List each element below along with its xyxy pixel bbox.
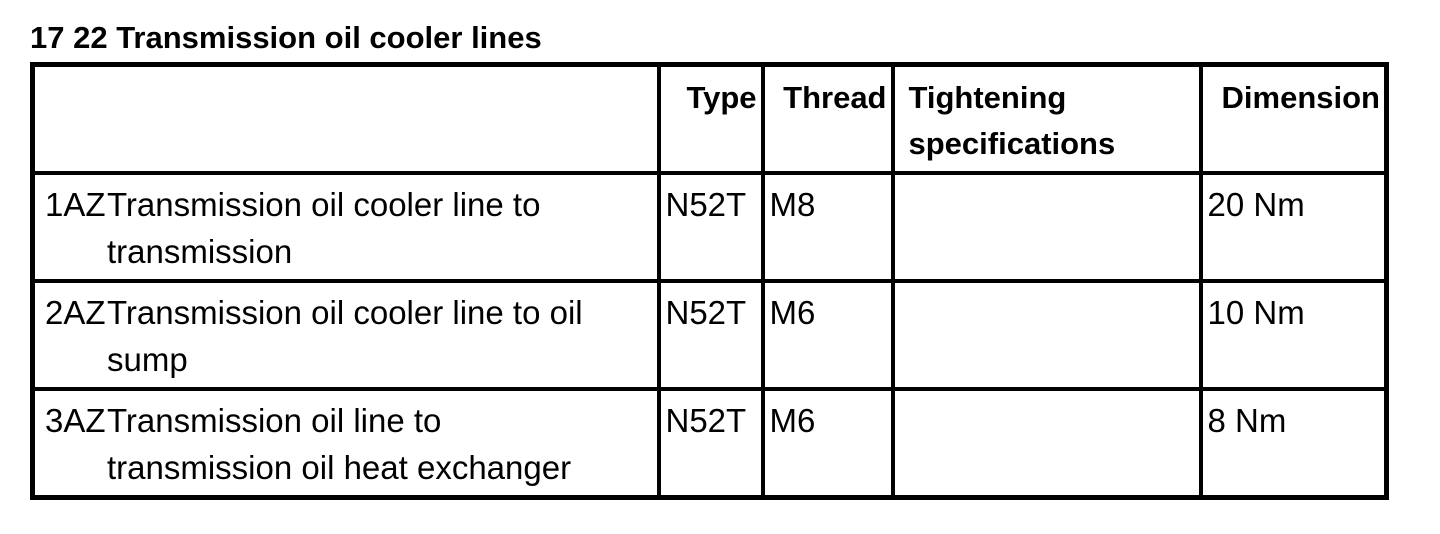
ref-code: 1AZ	[45, 186, 106, 223]
dimension-cell: 8 Nm	[1198, 387, 1389, 500]
section-title: 17 22 Transmission oil cooler lines	[30, 20, 542, 55]
tightening-cell	[890, 279, 1203, 391]
tightening-cell	[890, 171, 1203, 283]
thread-cell: M8	[760, 171, 895, 283]
tightening-cell	[890, 387, 1203, 500]
torque-spec-table: Type Thread Tightening specifications Di…	[30, 62, 1389, 500]
item-description: Transmission oil line to transmission oi…	[107, 402, 572, 486]
thread-cell: M6	[760, 387, 895, 500]
thread-cell: M6	[760, 279, 895, 391]
ref-code: 2AZ	[45, 294, 106, 331]
ref-code: 3AZ	[45, 402, 106, 439]
column-header-thread: Thread	[760, 62, 895, 175]
dimension-cell: 10 Nm	[1198, 279, 1389, 391]
dimension-cell: 20 Nm	[1198, 171, 1389, 283]
column-header-type: Type	[656, 62, 765, 175]
type-cell: N52T	[656, 279, 765, 391]
type-cell: N52T	[656, 171, 765, 283]
column-header-tightening-specifications: Tightening specifications	[890, 62, 1203, 175]
column-header-dimension: Dimension	[1198, 62, 1389, 175]
table-header: Type Thread Tightening specifications Di…	[30, 62, 1389, 175]
column-header-item	[30, 62, 661, 175]
header-row: Type Thread Tightening specifications Di…	[30, 62, 1389, 175]
type-cell: N52T	[656, 387, 765, 500]
item-description: Transmission oil cooler line to oil sump	[107, 294, 583, 378]
item-description: Transmission oil cooler line to transmis…	[107, 186, 541, 270]
